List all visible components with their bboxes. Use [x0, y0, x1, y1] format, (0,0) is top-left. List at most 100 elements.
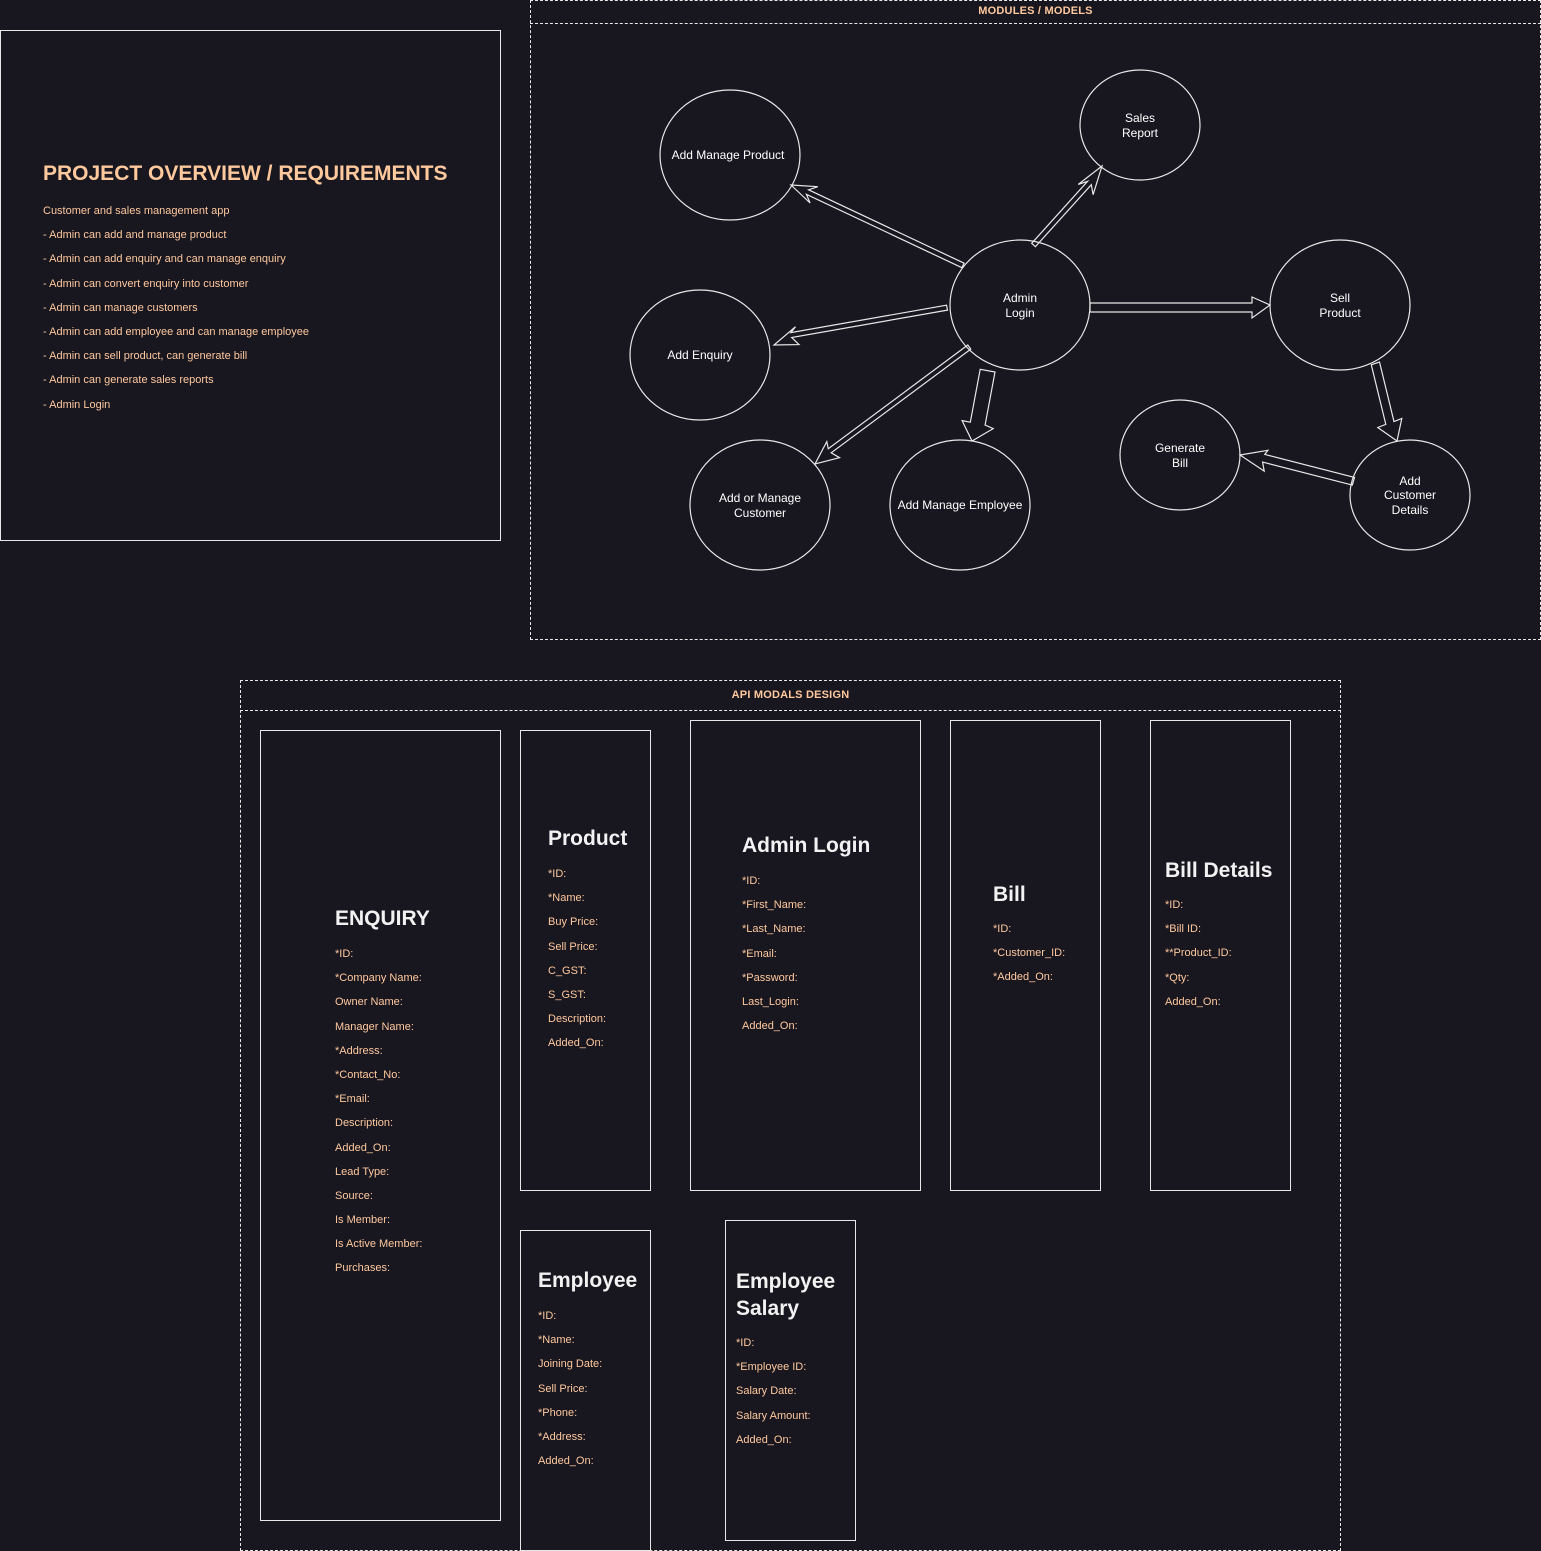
field: *Email:	[335, 1093, 370, 1106]
modules-title: MODULES / MODELS	[978, 5, 1093, 17]
model-card-product	[520, 730, 651, 1191]
model-card-employee-salary	[725, 1220, 856, 1541]
model-card-bill	[950, 720, 1101, 1191]
overview-item: - Admin can convert enquiry into custome…	[43, 277, 249, 290]
arrow-admin-to-product	[789, 184, 965, 269]
field: Description:	[335, 1117, 394, 1130]
field: Owner Name:	[335, 996, 403, 1009]
field-list-bill: *ID: *Customer_ID: *Added_On:	[993, 923, 1065, 996]
arrow-sell-to-customer-details	[1370, 361, 1403, 443]
overview-item: - Admin can generate sales reports	[43, 374, 214, 387]
overview-list: Customer and sales management app - Admi…	[43, 205, 309, 423]
field: *ID:	[548, 868, 567, 880]
model-title-admin-login: Admin Login	[742, 834, 871, 857]
field: *Customer_ID:	[993, 947, 1066, 960]
field: *Phone:	[538, 1406, 578, 1419]
overview-item: - Admin can sell product, can generate b…	[43, 350, 248, 363]
model-card-enquiry	[260, 730, 501, 1521]
label-add-manage-product: Add Manage Product	[672, 148, 785, 162]
field: Added_On:	[335, 1141, 391, 1154]
node-add-customer-details	[1349, 439, 1471, 551]
field: *ID:	[736, 1337, 755, 1349]
field: *ID:	[538, 1310, 557, 1322]
model-title-line: Employee	[736, 1270, 836, 1293]
node-sell-product	[1269, 239, 1411, 371]
field: Added_On:	[548, 1037, 604, 1050]
field: Lead Type:	[335, 1165, 390, 1178]
model-card-bill-details	[1150, 720, 1291, 1191]
overview-item: - Admin can add employee and can manage …	[43, 325, 310, 338]
field: *Last_Name:	[742, 923, 806, 936]
field: *Added_On:	[993, 971, 1053, 984]
arrow-customer-details-to-bill	[1238, 449, 1356, 486]
arrow-admin-to-employee	[961, 368, 996, 442]
field: Salary Amount:	[736, 1409, 811, 1422]
arrow-admin-to-customer	[813, 344, 972, 465]
field: Is Active Member:	[335, 1238, 423, 1251]
overview-item: - Admin can manage customers	[43, 301, 198, 314]
field: *ID:	[742, 875, 761, 887]
field: Description:	[548, 1013, 607, 1026]
field-list-employee-salary: *ID: *Employee ID: Salary Date: Salary A…	[736, 1337, 811, 1458]
overview-item: - Admin Login	[43, 398, 111, 411]
model-title-employee-salary: Employee Salary	[736, 1268, 835, 1322]
field: *ID:	[993, 923, 1012, 935]
api-title: API MODALS DESIGN	[731, 689, 850, 701]
model-title-employee: Employee	[538, 1269, 638, 1292]
overview-item: Customer and sales management app	[43, 205, 230, 217]
node-add-enquiry	[629, 289, 771, 421]
field-list-bill-details: *ID: *Bill ID: **Product_ID: *Qty: Added…	[1165, 899, 1232, 1020]
overview-item: - Admin can add enquiry and can manage e…	[43, 253, 286, 266]
field: Salary Date:	[736, 1385, 797, 1398]
field: Added_On:	[538, 1455, 594, 1468]
overview-title: PROJECT OVERVIEW / REQUIREMENTS	[43, 162, 448, 185]
field: Last_Login:	[742, 995, 799, 1008]
field: *Name:	[548, 892, 585, 905]
model-title-line: Salary	[736, 1297, 800, 1320]
field: Purchases:	[335, 1262, 391, 1275]
field: Is Member:	[335, 1214, 391, 1227]
model-title-product: Product	[548, 827, 628, 850]
field-list-employee: *ID: *Name: Joining Date: Sell Price: *P…	[538, 1310, 602, 1479]
field: Source:	[335, 1189, 373, 1202]
field: *Email:	[742, 947, 777, 960]
field: *Name:	[538, 1334, 575, 1347]
field-list-enquiry: *ID: *Company Name: Owner Name: Manager …	[335, 948, 422, 1287]
field: C_GST:	[548, 964, 587, 977]
field: Manager Name:	[335, 1020, 414, 1033]
field: Sell Price:	[538, 1382, 588, 1395]
label-add-enquiry: Add Enquiry	[667, 348, 732, 362]
model-title-bill: Bill	[993, 883, 1026, 906]
field-list-product: *ID: *Name: Buy Price: Sell Price: C_GST…	[548, 868, 606, 1062]
field: Joining Date:	[538, 1358, 603, 1371]
model-title-enquiry: ENQUIRY	[335, 907, 430, 930]
field: Sell Price:	[548, 940, 598, 953]
field: *Qty:	[1165, 971, 1190, 984]
field: Buy Price:	[548, 916, 599, 929]
field: *Company Name:	[335, 972, 422, 985]
label-add-manage-employee: Add Manage Employee	[898, 498, 1023, 512]
field-list-admin-login: *ID: *First_Name: *Last_Name: *Email: *P…	[742, 875, 806, 1044]
field: S_GST:	[548, 988, 586, 1001]
field: Added_On:	[736, 1433, 792, 1446]
overview-panel	[0, 30, 501, 541]
overview-item: - Admin can add and manage product	[43, 229, 227, 242]
modules-header-divider	[530, 23, 1541, 24]
node-add-manage-employee	[889, 439, 1031, 571]
field: *Address:	[335, 1044, 383, 1057]
field: *Bill ID:	[1165, 923, 1202, 936]
node-add-manage-product	[659, 89, 801, 221]
arrow-admin-to-sell-product	[1089, 296, 1272, 320]
field: *First_Name:	[742, 899, 807, 912]
field: *Contact_No:	[335, 1068, 401, 1081]
field: *Address:	[538, 1430, 586, 1443]
field: **Product_ID:	[1165, 947, 1232, 960]
field: Added_On:	[742, 1020, 798, 1033]
field: Added_On:	[1165, 995, 1221, 1008]
